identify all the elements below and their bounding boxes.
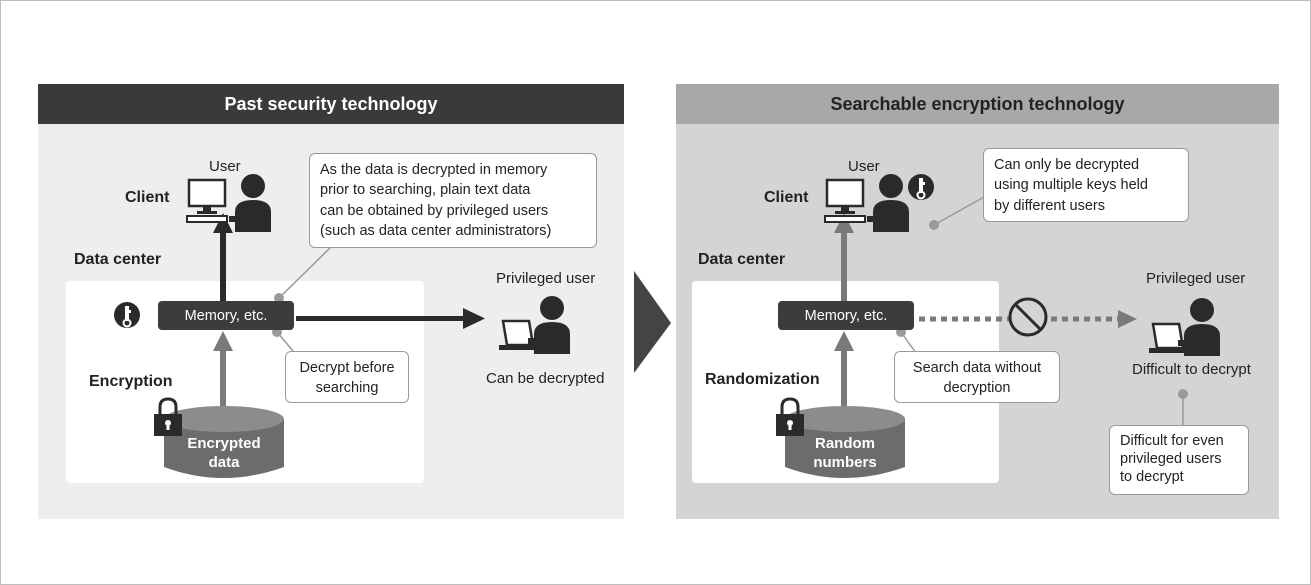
padlock-icon <box>154 397 182 436</box>
callout-line: searching <box>315 380 379 397</box>
database-icon <box>785 406 905 478</box>
callout-main-pointer <box>278 246 332 299</box>
database-icon <box>164 406 284 478</box>
callout-line: Difficult for even <box>1120 433 1224 449</box>
callout-line: Decrypt before <box>299 360 395 376</box>
right-chevron-icon <box>634 271 671 373</box>
user-icon <box>528 296 570 354</box>
callout-line: (such as data center administrators) <box>320 222 552 239</box>
right-datacenter-label: Data center <box>698 251 786 268</box>
right-callout-keys: Can only be decrypted using multiple key… <box>983 148 1189 222</box>
callout-line: to decrypt <box>1120 469 1184 486</box>
prohibited-icon <box>1008 297 1048 337</box>
right-callout-search: Search data without decryption <box>894 351 1060 403</box>
right-db-label-line2: numbers <box>813 453 877 471</box>
key-icon <box>114 302 140 328</box>
right-db-label-line1: Random <box>815 435 875 452</box>
right-callout-difficult: Difficult for even privileged users to d… <box>1109 425 1249 495</box>
left-encryption-label: Encryption <box>89 373 173 390</box>
right-client-label: Client <box>764 189 809 206</box>
key-icon <box>908 174 934 200</box>
r-memory-to-client-arrow <box>834 213 854 301</box>
left-user-label: User <box>209 158 241 175</box>
db-to-memory-arrow <box>213 331 233 408</box>
left-privileged-user-label: Privileged user <box>496 270 596 287</box>
left-client-label: Client <box>125 189 170 206</box>
callout-line: decryption <box>943 380 1011 397</box>
callout-line: prior to searching, plain text data <box>320 182 531 199</box>
left-panel-header: Past security technology <box>38 84 624 124</box>
right-privileged-result: Difficult to decrypt <box>1132 361 1251 378</box>
user-icon <box>1178 298 1220 356</box>
callout-line: by different users <box>994 197 1105 214</box>
user-icon <box>867 174 909 232</box>
left-datacenter-label: Data center <box>74 251 162 268</box>
left-callout-main: As the data is decrypted in memory prior… <box>309 153 597 248</box>
right-memory-label: Memory, etc. <box>804 307 888 324</box>
left-memory-label: Memory, etc. <box>184 307 268 324</box>
right-panel-header: Searchable encryption technology <box>676 84 1279 124</box>
callout-line: Search data without <box>912 360 1042 376</box>
left-db-label: Encrypted data <box>164 435 284 473</box>
left-db-label-line1: Encrypted <box>187 435 261 452</box>
left-privileged-result: Can be decrypted <box>486 370 605 387</box>
right-user-label: User <box>848 158 880 175</box>
left-memory-box: Memory, etc. <box>158 301 294 330</box>
computer-icon <box>186 178 228 223</box>
left-callout-decrypt: Decrypt before searching <box>285 351 409 403</box>
callout-keys-pointer <box>933 196 985 226</box>
right-db-label: Random numbers <box>785 435 905 473</box>
memory-to-privileged-arrow <box>296 308 485 329</box>
callout-line: As the data is decrypted in memory <box>320 162 548 178</box>
memory-to-client-arrow <box>213 213 233 301</box>
laptop-icon <box>499 319 539 350</box>
callout-line: using multiple keys held <box>994 177 1148 194</box>
right-panel-title: Searchable encryption technology <box>830 93 1125 114</box>
right-privileged-user-label: Privileged user <box>1146 270 1246 287</box>
callout-line: Can only be decrypted <box>994 157 1140 173</box>
padlock-icon <box>776 397 804 436</box>
right-memory-box: Memory, etc. <box>778 301 914 330</box>
laptop-icon <box>1149 322 1189 353</box>
r-db-to-memory-arrow <box>834 331 854 408</box>
right-randomization-label: Randomization <box>705 371 820 388</box>
callout-line: can be obtained by privileged users <box>320 202 549 219</box>
user-icon <box>229 174 271 232</box>
callout-line: privileged users <box>1120 451 1222 468</box>
left-db-label-line2: data <box>208 453 240 471</box>
left-panel-title: Past security technology <box>224 93 438 114</box>
computer-icon <box>824 178 866 223</box>
